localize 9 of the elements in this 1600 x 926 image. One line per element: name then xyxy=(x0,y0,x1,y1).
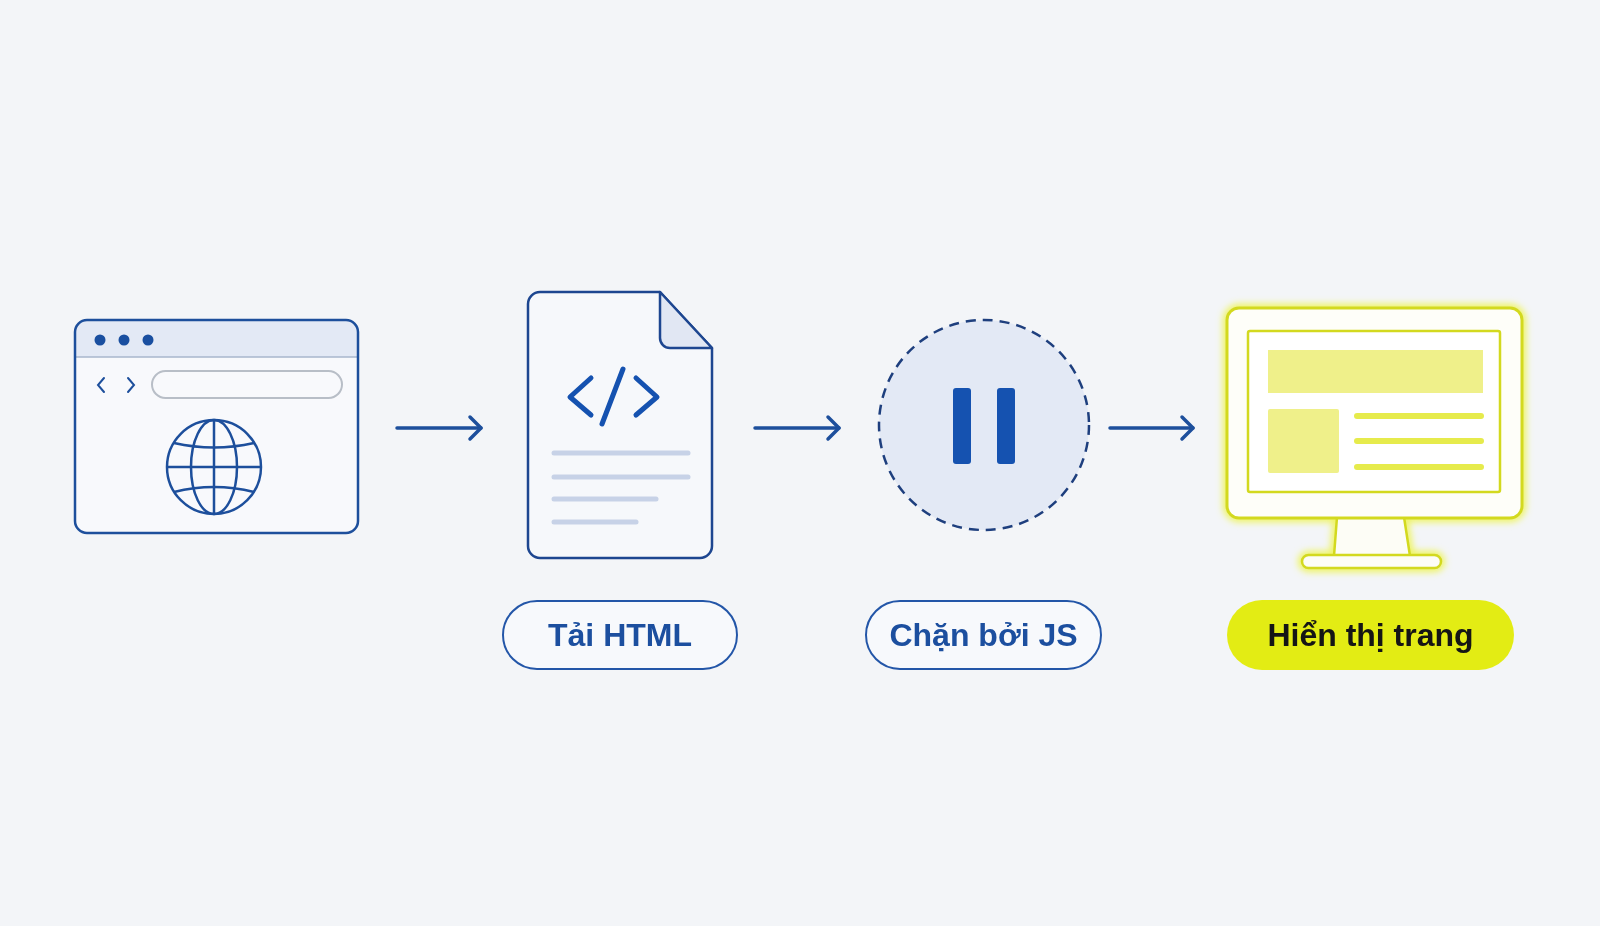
arrow xyxy=(1108,415,1195,441)
code-file-illustration xyxy=(525,289,715,561)
browser-window-illustration xyxy=(72,317,361,536)
step-label: Hiển thị trang xyxy=(1227,600,1514,670)
paused-step-circle xyxy=(876,316,1092,534)
arrow xyxy=(395,415,483,441)
arrow xyxy=(753,415,841,441)
step-label: Tải HTML xyxy=(502,600,738,670)
step-label: Chặn bởi JS xyxy=(865,600,1102,670)
